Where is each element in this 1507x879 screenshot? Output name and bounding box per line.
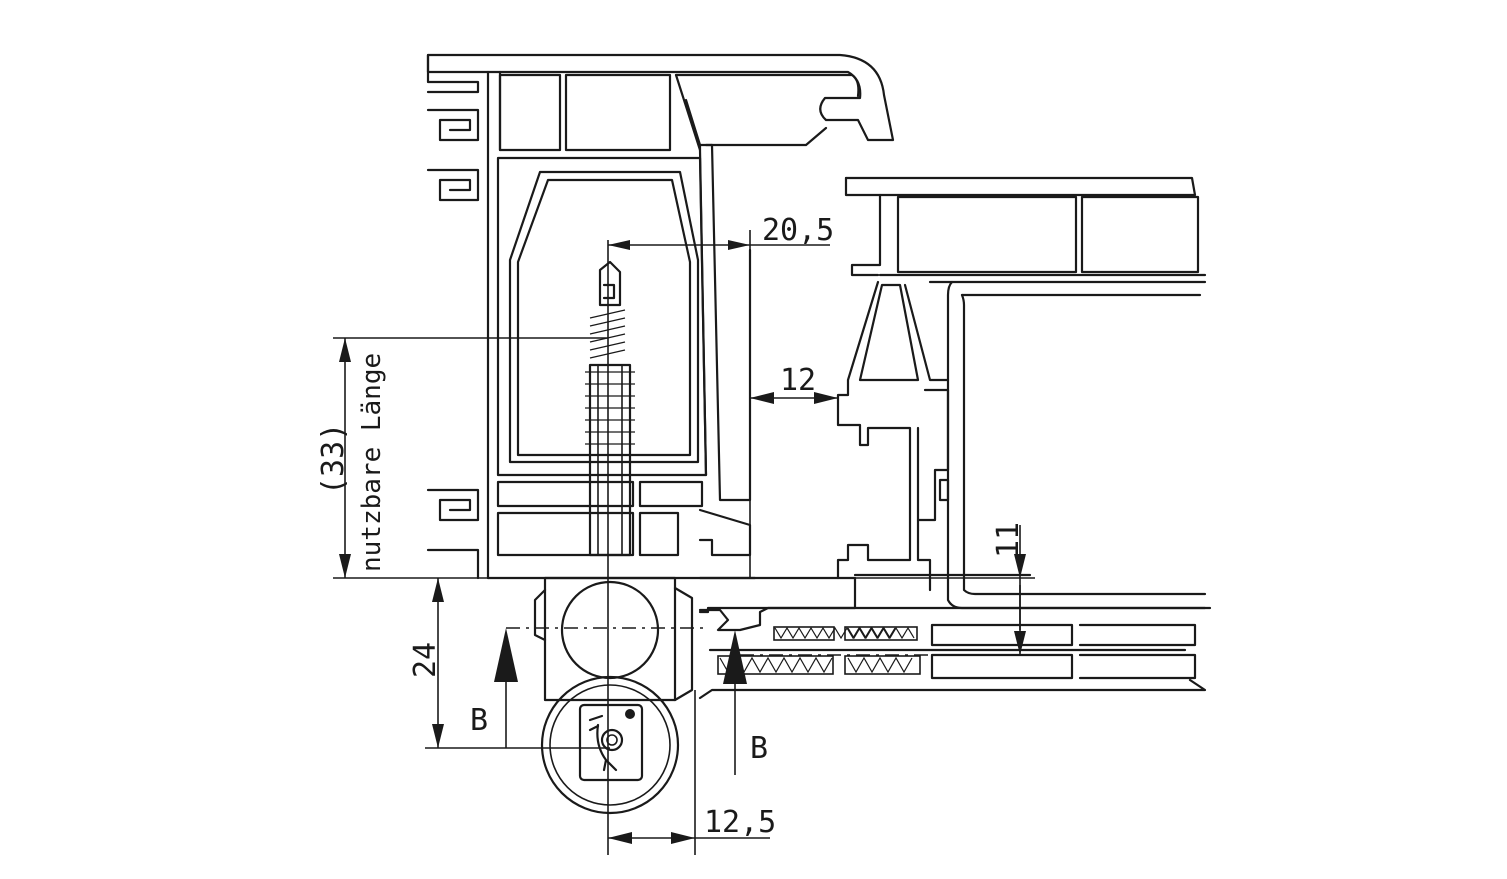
dimension-20-5: 20,5 — [608, 213, 834, 578]
section-marker-right-label: B — [750, 731, 768, 766]
center-lines — [333, 240, 1035, 855]
dimension-12-label: 12 — [780, 363, 816, 398]
dimension-12: 12 — [750, 363, 838, 404]
dimension-usable-length-label: nutzbare Länge — [357, 353, 387, 572]
section-marker-right: B — [723, 630, 768, 775]
dimension-11-label: 11 — [991, 522, 1026, 558]
dimension-11: 11 — [991, 522, 1026, 655]
gasket-area — [698, 573, 1212, 700]
dimension-12-5-label: 12,5 — [704, 805, 776, 840]
section-marker-left-label: B — [470, 703, 488, 738]
dimension-usable-length: (33) nutzbare Länge — [316, 337, 608, 578]
dimension-20-5-label: 20,5 — [762, 213, 834, 248]
section-marker-left: B — [470, 628, 518, 748]
screw — [585, 260, 635, 557]
dimension-24: 24 — [408, 578, 610, 749]
dimension-24-label: 24 — [408, 642, 443, 678]
dimension-usable-length-value: (33) — [316, 423, 351, 495]
sash-profile — [836, 176, 1207, 610]
dimension-12-5: 12,5 — [608, 690, 776, 855]
hinge-assembly — [506, 576, 705, 815]
frame-profile — [426, 53, 895, 580]
